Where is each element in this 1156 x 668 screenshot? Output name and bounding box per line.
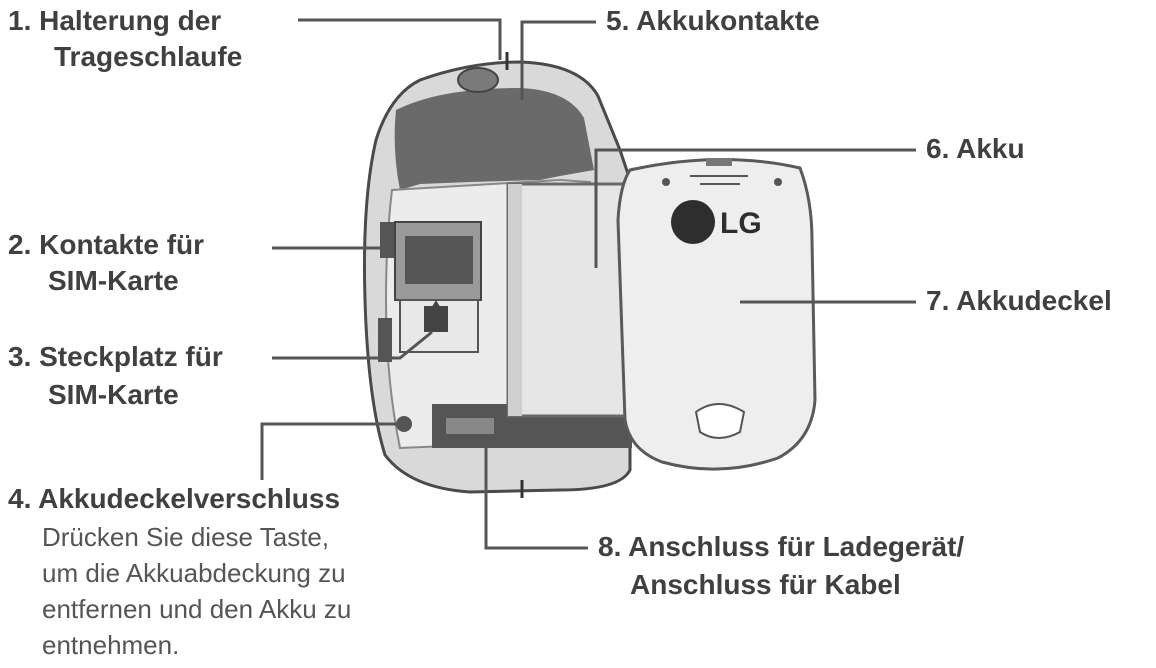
battery-contacts-area <box>394 88 594 190</box>
label-4-desc-1: Drücken Sie diese Taste, <box>42 522 330 552</box>
label-6: 6. Akku <box>926 133 1025 164</box>
label-1-line2: Trageschlaufe <box>54 41 243 72</box>
leader-5 <box>520 20 596 100</box>
label-4-desc-3: entfernen und den Akku zu <box>42 594 352 624</box>
leader-1 <box>298 18 502 60</box>
label-7: 7. Akkudeckel <box>926 285 1112 316</box>
leader-6 <box>594 148 916 268</box>
label-4-desc-4: entnehmen. <box>42 630 180 660</box>
label-1-line1: 1. Halterung der <box>8 5 222 36</box>
side-latch-lower <box>378 318 392 362</box>
label-4-title: 4. Akkudeckelverschluss <box>8 483 341 514</box>
leader-4 <box>260 422 404 480</box>
label-8-line1: 8. Anschluss für Ladegerät/ <box>598 531 965 562</box>
label-8-line2: Anschluss für Kabel <box>630 569 901 600</box>
label-3-line1: 3. Steckplatz für <box>8 341 223 372</box>
cover-top-clip <box>706 158 732 166</box>
cover-screw-right <box>774 178 782 186</box>
label-5: 5. Akkukontakte <box>606 5 820 36</box>
sim-slot-arrow-box <box>424 306 448 332</box>
cover-screw-left <box>662 178 670 186</box>
lanyard-holder <box>457 67 499 93</box>
leader-8 <box>484 448 588 550</box>
battery-side <box>508 184 522 416</box>
leader-lines <box>260 18 916 550</box>
lg-logo: LG <box>720 207 762 240</box>
charger-connector-slot <box>446 418 494 434</box>
label-4-desc-2: um die Akkuabdeckung zu <box>42 558 346 588</box>
cover-bottom-clip <box>694 403 746 439</box>
label-2-line1: 2. Kontakte für <box>8 229 205 260</box>
lg-logo-circle <box>671 200 715 244</box>
leader-3 <box>272 330 433 360</box>
sim-arrow-icon <box>430 300 442 310</box>
label-3-line2: SIM-Karte <box>48 379 179 410</box>
label-2-line2: SIM-Karte <box>48 265 179 296</box>
side-latch <box>380 222 394 258</box>
battery-cover <box>616 158 817 471</box>
sim-contacts-inner <box>405 236 473 284</box>
